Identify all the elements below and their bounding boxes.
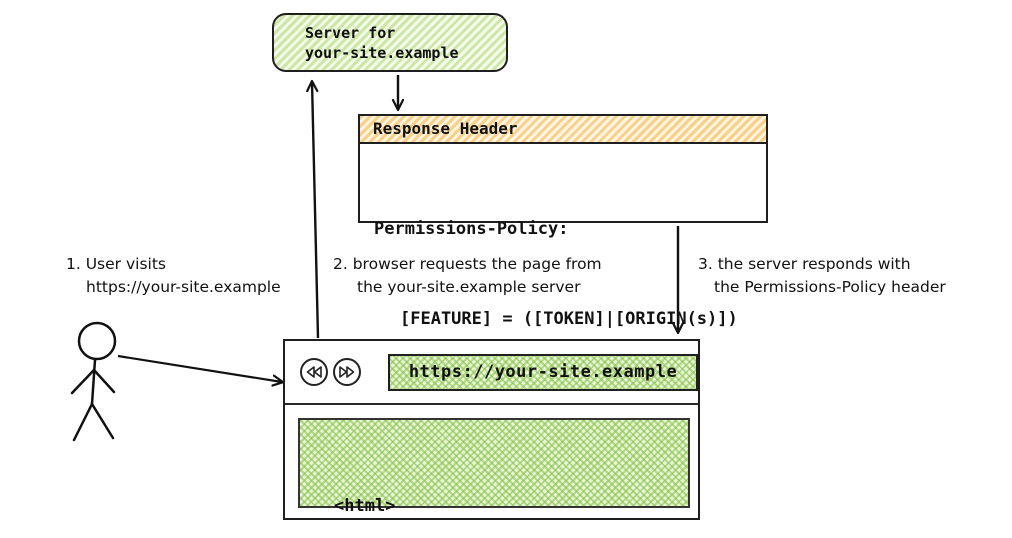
browser-toolbar: https://your-site.example	[285, 341, 698, 405]
page-content-line1: <html>	[334, 496, 396, 516]
response-header-box: Response Header Permissions-Policy: [FEA…	[358, 114, 768, 329]
step-1-line1: 1. User visits	[66, 255, 166, 273]
arrow-user-to-browser	[117, 354, 282, 382]
step-3-line2: the Permissions-Policy header	[714, 278, 946, 296]
response-header-body: Permissions-Policy: [FEATURE] = ([TOKEN]…	[360, 144, 766, 394]
step-2-line1: 2. browser requests the page from	[333, 255, 602, 273]
server-box-label-line2: your-site.example	[305, 43, 459, 62]
fast-forward-icon	[339, 366, 355, 378]
back-button	[300, 358, 328, 386]
user-stick-figure-icon	[70, 321, 117, 442]
step-label-2: 2. browser requests the page from the yo…	[333, 253, 602, 299]
permissions-policy-syntax: [FEATURE] = ([TOKEN]|[ORIGIN(s)])	[400, 309, 738, 329]
server-box: Server for your-site.example	[272, 13, 508, 72]
step-2-line2: the your-site.example server	[357, 278, 581, 296]
response-header-title: Response Header	[360, 116, 766, 144]
step-label-3: 3. the server responds with the Permissi…	[698, 253, 946, 299]
browser-window: https://your-site.example <html> // your…	[283, 339, 700, 520]
permissions-policy-line: Permissions-Policy:	[374, 219, 569, 239]
page-content-box: <html> // your-site.example code	[298, 418, 690, 516]
server-box-label-line1: Server for	[305, 23, 396, 42]
arrow-browser-to-server	[312, 82, 320, 339]
url-bar: https://your-site.example	[388, 353, 698, 391]
forward-button	[333, 358, 361, 386]
rewind-icon	[306, 366, 322, 378]
step-1-line2: https://your-site.example	[86, 278, 281, 296]
step-3-line1: 3. the server responds with	[698, 255, 911, 273]
step-label-1: 1. User visits https://your-site.example	[66, 253, 281, 299]
